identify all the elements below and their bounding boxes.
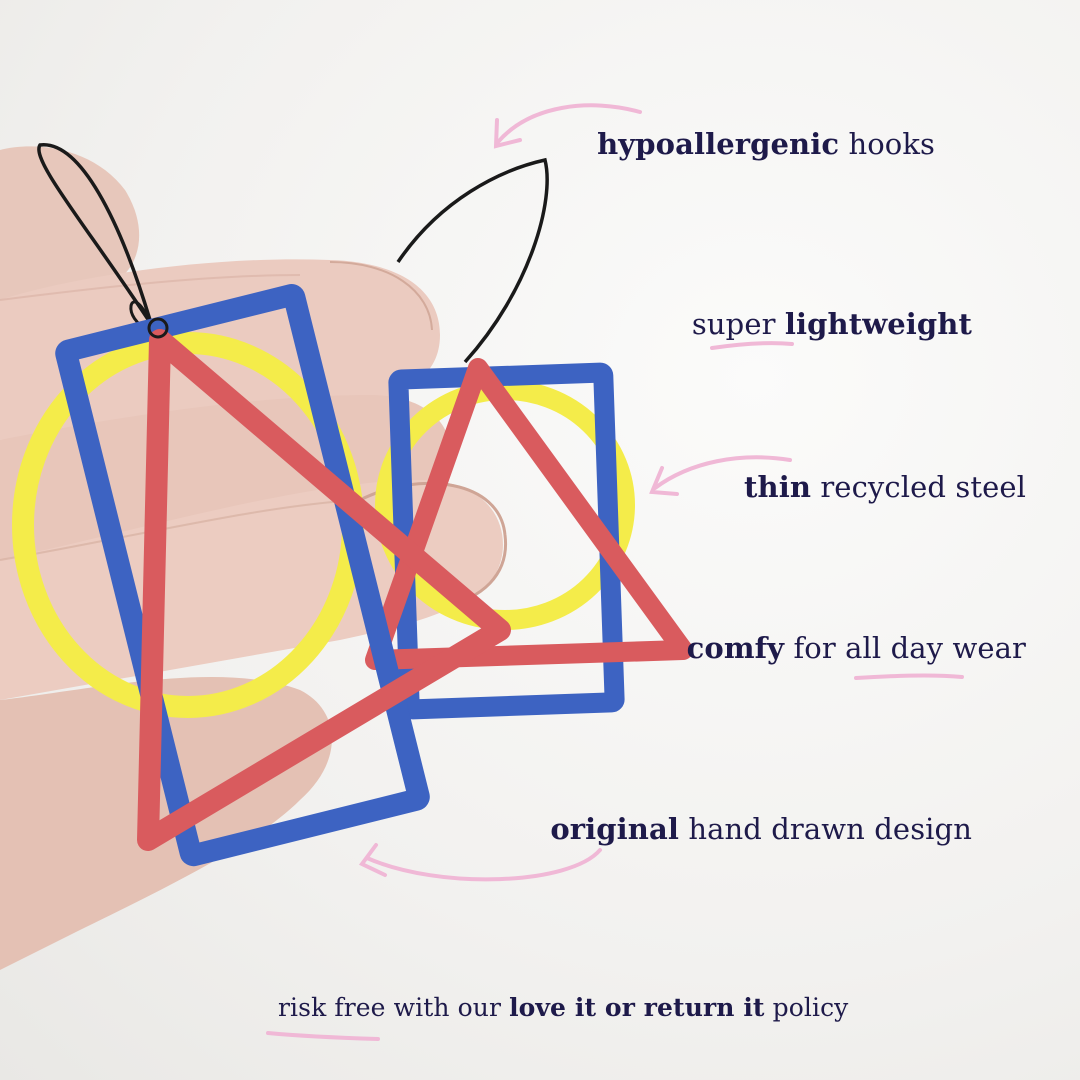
feature-steel-rest: recycled steel — [820, 470, 1026, 504]
feature-design-bold: original — [550, 812, 679, 846]
feature-comfy-bold: comfy — [686, 631, 785, 665]
feature-design-rest: hand drawn design — [688, 812, 972, 846]
feature-steel: thin recycled steel — [744, 470, 1026, 504]
earring-left — [12, 143, 511, 867]
feature-comfy: comfy for all day wear — [687, 631, 1026, 665]
feature-hooks: hypoallergenic hooks — [597, 127, 935, 161]
feature-comfy-rest: for all day wear — [793, 631, 1026, 665]
feature-hooks-rest: hooks — [848, 127, 935, 161]
feature-steel-bold: thin — [744, 470, 812, 504]
policy-pre: risk free with our — [278, 993, 502, 1022]
policy-line: risk free with our love it or return it … — [278, 993, 848, 1022]
feature-lightweight-pre: super — [691, 307, 776, 341]
feature-design: original hand drawn design — [550, 812, 972, 846]
feature-lightweight-bold: lightweight — [784, 307, 972, 341]
policy-bold: love it or return it — [509, 993, 765, 1022]
feature-lightweight: super lightweight — [692, 307, 972, 341]
feature-hooks-bold: hypoallergenic — [597, 127, 840, 161]
policy-post: policy — [772, 993, 849, 1022]
earring-right — [365, 157, 693, 720]
